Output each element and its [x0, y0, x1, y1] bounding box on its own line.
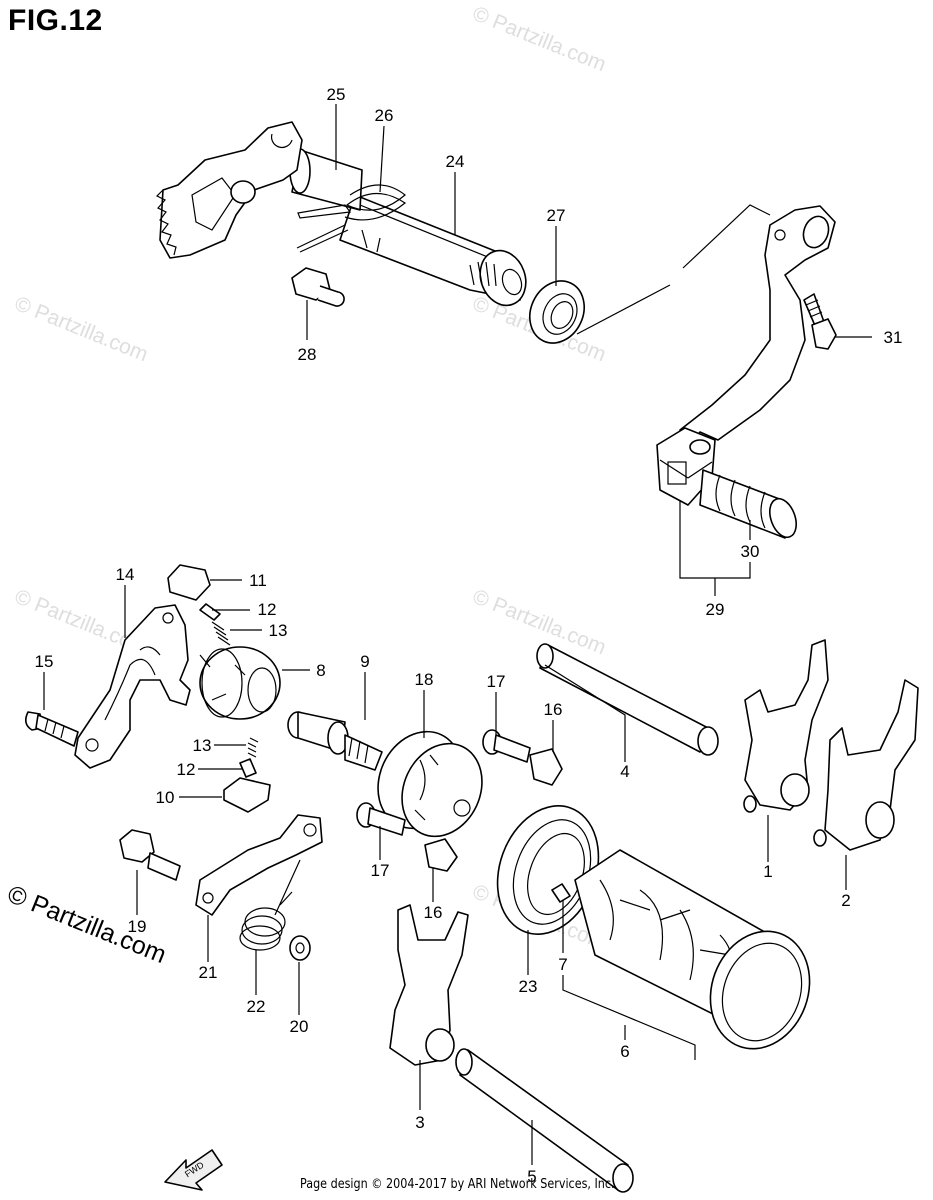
- callout-18: 18: [415, 670, 434, 689]
- figure-title: FIG.12: [8, 4, 103, 37]
- part-31-bolt: [803, 293, 837, 350]
- callout-11: 11: [249, 571, 267, 590]
- callout-8: 8: [316, 661, 325, 680]
- callout-1: 1: [763, 862, 772, 881]
- callout-3: 3: [415, 1113, 424, 1132]
- gearshift-shaft-assembly: [155, 121, 527, 307]
- part-21-arm: [195, 814, 323, 916]
- part-28-bolt: [291, 267, 345, 307]
- part-5-shaft: [455, 1048, 634, 1193]
- callout-labels: 25 26 24 27 28 31 30 29 14 11 12 13 15 8…: [35, 85, 903, 1186]
- callout-27: 27: [547, 206, 566, 225]
- part-19-bolt: [119, 829, 181, 881]
- callout-13: 13: [193, 736, 212, 755]
- shift-forks-1-2-3: [389, 639, 919, 1066]
- part-9-shaft-bolt: [287, 711, 383, 771]
- callout-23: 23: [519, 977, 538, 996]
- callout-2: 2: [841, 891, 850, 910]
- part-17-screw: [356, 729, 531, 836]
- callout-6: 6: [620, 1042, 629, 1061]
- callout-13: 13: [269, 621, 288, 640]
- callout-31: 31: [884, 328, 903, 347]
- leader-lines: [43, 104, 872, 1165]
- part-16-pin: [424, 748, 563, 872]
- callout-7: 7: [558, 955, 567, 974]
- callout-10: 10: [156, 788, 175, 807]
- part-20-washer: [289, 935, 311, 961]
- callout-9: 9: [360, 652, 369, 671]
- part-22-spring: [239, 859, 301, 951]
- callout-21: 21: [199, 963, 218, 982]
- callout-25: 25: [327, 85, 346, 104]
- callout-26: 26: [375, 106, 394, 125]
- callout-17: 17: [371, 861, 390, 880]
- callout-17: 17: [487, 672, 506, 691]
- callout-29: 29: [706, 600, 725, 619]
- callout-5: 5: [527, 1167, 536, 1186]
- callout-4: 4: [620, 762, 629, 781]
- callout-28: 28: [298, 345, 317, 364]
- part-15-screw: [24, 711, 79, 747]
- part-6-shift-drum: [551, 849, 811, 1050]
- parts-11-12-13: [167, 564, 271, 813]
- callout-15: 15: [35, 652, 54, 671]
- part-8-shift-cam: [199, 646, 281, 720]
- part-30-gearshift-lever: [656, 205, 836, 539]
- callout-19: 19: [128, 917, 147, 936]
- callout-22: 22: [247, 997, 266, 1016]
- callout-16: 16: [544, 700, 563, 719]
- part-4-shaft: [536, 643, 719, 756]
- part-14-plate: [74, 604, 191, 769]
- part-27-oil-seal: [529, 280, 585, 344]
- callout-14: 14: [116, 565, 135, 584]
- part-18-cam-plate: [377, 730, 483, 838]
- callout-20: 20: [290, 1017, 309, 1036]
- callout-12: 12: [177, 760, 196, 779]
- callout-30: 30: [741, 542, 760, 561]
- callout-24: 24: [446, 152, 465, 171]
- callout-16: 16: [424, 903, 443, 922]
- fwd-arrow-icon: FWD: [164, 1149, 223, 1191]
- page-footer: Page design © 2004-2017 by ARI Network S…: [300, 1177, 615, 1192]
- callout-12: 12: [258, 600, 277, 619]
